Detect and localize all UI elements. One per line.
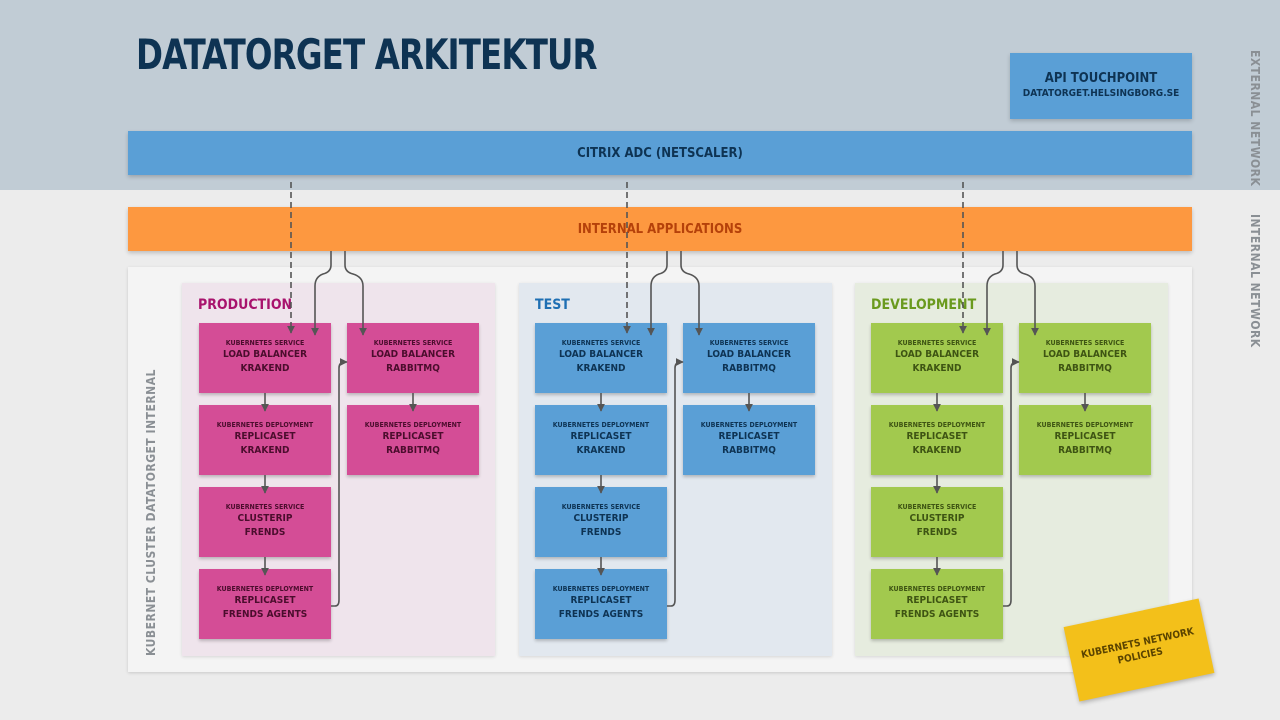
card-frends-agents: KUBERNETES DEPLOYMENT REPLICASET FRENDS … — [199, 569, 331, 639]
card-kind: KUBERNETES DEPLOYMENT — [1036, 421, 1134, 429]
card-kind: KUBERNETES DEPLOYMENT — [552, 585, 650, 593]
card-line2: FRENDS AGENTS — [558, 609, 644, 620]
card-kind: KUBERNETES SERVICE — [1045, 339, 1125, 347]
card-line2: FRENDS — [244, 527, 286, 538]
card-kind: KUBERNETES SERVICE — [225, 503, 305, 511]
internal-applications-bar: INTERNAL APPLICATIONS — [128, 207, 1192, 251]
card-kind: KUBERNETES SERVICE — [561, 503, 641, 511]
api-touchpoint-title: API TOUCHPOINT — [1044, 71, 1158, 86]
card-line1: REPLICASET — [234, 431, 296, 442]
card-line1: LOAD BALANCER — [222, 349, 308, 360]
card-line2: KRAKEND — [912, 363, 962, 374]
card-line1: LOAD BALANCER — [370, 349, 456, 360]
card-kind: KUBERNETES DEPLOYMENT — [216, 421, 314, 429]
card-line1: LOAD BALANCER — [1042, 349, 1128, 360]
card-line1: REPLICASET — [1054, 431, 1116, 442]
card-line2: KRAKEND — [240, 363, 290, 374]
citrix-adc-bar: CITRIX ADC (NETSCALER) — [128, 131, 1192, 175]
card-line1: REPLICASET — [718, 431, 780, 442]
card-line1: REPLICASET — [234, 595, 296, 606]
card-kind: KUBERNETES SERVICE — [897, 503, 977, 511]
card-line1: REPLICASET — [382, 431, 444, 442]
card-replicaset-krakend: KUBERNETES DEPLOYMENT REPLICASET KRAKEND — [535, 405, 667, 475]
card-lb-krakend: KUBERNETES SERVICE LOAD BALANCER KRAKEND — [871, 323, 1003, 393]
card-clusterip-frends: KUBERNETES SERVICE CLUSTERIP FRENDS — [871, 487, 1003, 557]
card-line2: RABBITMQ — [722, 445, 776, 456]
page-title: DATATORGET ARKITEKTUR — [136, 30, 598, 79]
card-kind: KUBERNETES DEPLOYMENT — [888, 585, 986, 593]
env-title-test: TEST — [535, 297, 570, 313]
cluster-label: KUBERNET CLUSTER DATATORGET INTERNAL — [144, 369, 158, 656]
card-line1: REPLICASET — [906, 595, 968, 606]
card-kind: KUBERNETES SERVICE — [225, 339, 305, 347]
card-kind: KUBERNETES DEPLOYMENT — [364, 421, 462, 429]
card-kind: KUBERNETES DEPLOYMENT — [552, 421, 650, 429]
card-replicaset-rabbitmq: KUBERNETES DEPLOYMENT REPLICASET RABBITM… — [347, 405, 479, 475]
card-line2: KRAKEND — [576, 445, 626, 456]
card-line2: FRENDS AGENTS — [222, 609, 308, 620]
card-line1: REPLICASET — [906, 431, 968, 442]
env-production: PRODUCTION KUBERNETES SERVICE LOAD BALAN… — [182, 283, 495, 656]
card-lb-krakend: KUBERNETES SERVICE LOAD BALANCER KRAKEND — [199, 323, 331, 393]
card-line2: RABBITMQ — [1058, 445, 1112, 456]
card-line1: REPLICASET — [570, 595, 632, 606]
internal-network-label: INTERNAL NETWORK — [1248, 214, 1262, 348]
card-line2: FRENDS — [916, 527, 958, 538]
card-line1: CLUSTERIP — [573, 513, 629, 524]
card-replicaset-rabbitmq: KUBERNETES DEPLOYMENT REPLICASET RABBITM… — [683, 405, 815, 475]
card-replicaset-krakend: KUBERNETES DEPLOYMENT REPLICASET KRAKEND — [871, 405, 1003, 475]
card-line1: LOAD BALANCER — [706, 349, 792, 360]
card-kind: KUBERNETES DEPLOYMENT — [216, 585, 314, 593]
card-kind: KUBERNETES DEPLOYMENT — [888, 421, 986, 429]
card-replicaset-krakend: KUBERNETES DEPLOYMENT REPLICASET KRAKEND — [199, 405, 331, 475]
card-clusterip-frends: KUBERNETES SERVICE CLUSTERIP FRENDS — [199, 487, 331, 557]
card-line2: KRAKEND — [912, 445, 962, 456]
card-line2: RABBITMQ — [722, 363, 776, 374]
card-line2: RABBITMQ — [386, 445, 440, 456]
card-line2: KRAKEND — [240, 445, 290, 456]
card-line1: REPLICASET — [570, 431, 632, 442]
env-title-production: PRODUCTION — [198, 297, 293, 313]
external-network-label: EXTERNAL NETWORK — [1248, 50, 1262, 187]
card-clusterip-frends: KUBERNETES SERVICE CLUSTERIP FRENDS — [535, 487, 667, 557]
card-line2: FRENDS — [580, 527, 622, 538]
card-replicaset-rabbitmq: KUBERNETES DEPLOYMENT REPLICASET RABBITM… — [1019, 405, 1151, 475]
env-test: TEST KUBERNETES SERVICE LOAD BALANCER KR… — [519, 283, 832, 656]
card-line2: RABBITMQ — [386, 363, 440, 374]
card-line1: CLUSTERIP — [909, 513, 965, 524]
card-line1: CLUSTERIP — [237, 513, 293, 524]
card-line2: FRENDS AGENTS — [894, 609, 980, 620]
card-line2: KRAKEND — [576, 363, 626, 374]
card-kind: KUBERNETES SERVICE — [561, 339, 641, 347]
card-line1: LOAD BALANCER — [894, 349, 980, 360]
card-kind: KUBERNETES DEPLOYMENT — [700, 421, 798, 429]
card-line2: RABBITMQ — [1058, 363, 1112, 374]
card-lb-rabbitmq: KUBERNETES SERVICE LOAD BALANCER RABBITM… — [683, 323, 815, 393]
card-frends-agents: KUBERNETES DEPLOYMENT REPLICASET FRENDS … — [535, 569, 667, 639]
api-touchpoint-url: DATATORGET.HELSINGBORG.SE — [1022, 88, 1180, 99]
card-kind: KUBERNETES SERVICE — [709, 339, 789, 347]
card-kind: KUBERNETES SERVICE — [897, 339, 977, 347]
card-lb-krakend: KUBERNETES SERVICE LOAD BALANCER KRAKEND — [535, 323, 667, 393]
card-lb-rabbitmq: KUBERNETES SERVICE LOAD BALANCER RABBITM… — [1019, 323, 1151, 393]
env-title-development: DEVELOPMENT — [871, 297, 977, 313]
env-development: DEVELOPMENT KUBERNETES SERVICE LOAD BALA… — [855, 283, 1168, 656]
card-line1: LOAD BALANCER — [558, 349, 644, 360]
card-frends-agents: KUBERNETES DEPLOYMENT REPLICASET FRENDS … — [871, 569, 1003, 639]
card-kind: KUBERNETES SERVICE — [373, 339, 453, 347]
card-lb-rabbitmq: KUBERNETES SERVICE LOAD BALANCER RABBITM… — [347, 323, 479, 393]
api-touchpoint-box: API TOUCHPOINT DATATORGET.HELSINGBORG.SE — [1010, 53, 1192, 119]
